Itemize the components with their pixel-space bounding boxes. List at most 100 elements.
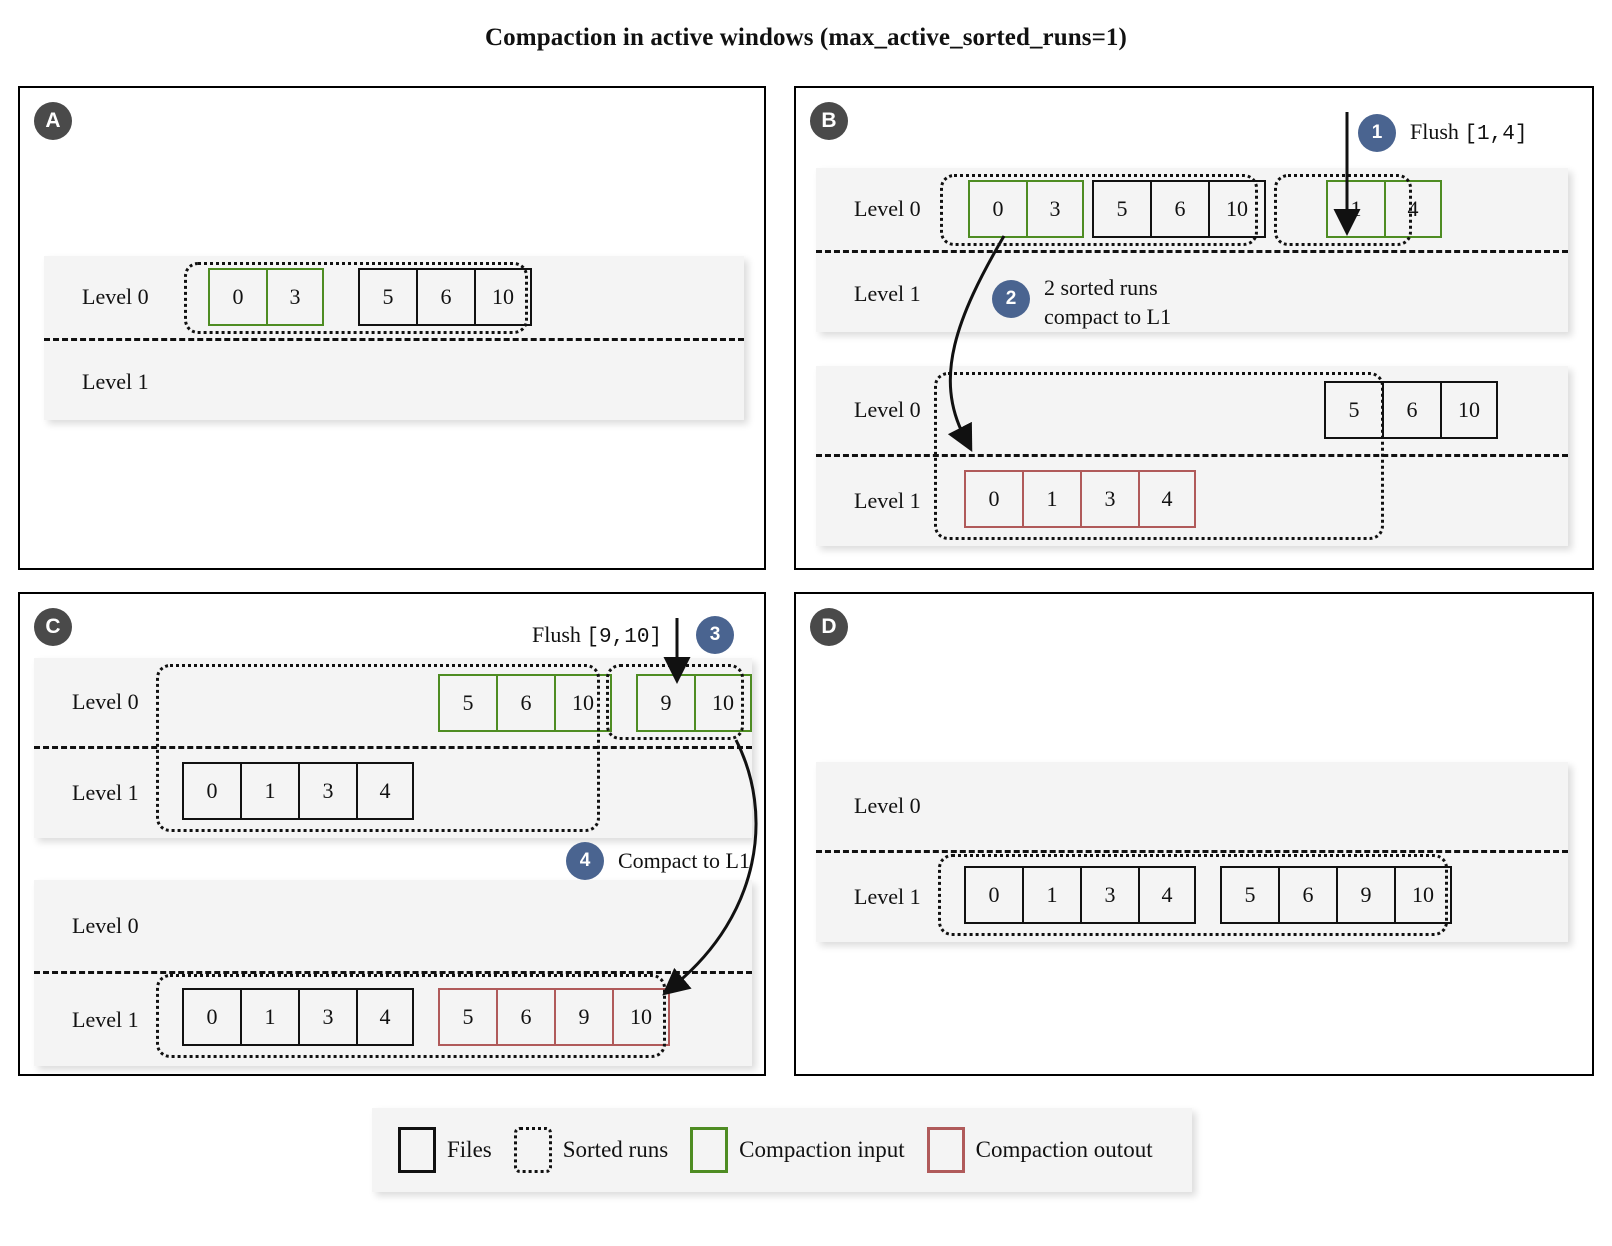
- file-group-black[interactable]: 0 1 3 4: [964, 866, 1196, 924]
- file-group-black[interactable]: 5 6 9 10: [1220, 866, 1452, 924]
- level0-label-b-bottom: Level 0: [854, 397, 921, 422]
- file-cell[interactable]: 1: [240, 762, 298, 820]
- level1-row-a: Level 1: [44, 341, 744, 423]
- level0-row-b-top: Level 0 0 3 5 6 10 1 4: [816, 168, 1568, 250]
- level-divider-a: [44, 338, 744, 341]
- compact-label-2: 2 sorted runs compact to L1: [1044, 273, 1171, 331]
- file-cell[interactable]: 1: [1326, 180, 1384, 238]
- lsm-stack-c-top: Level 0 5 6 10 9 10 Level 1 0 1 3: [34, 658, 752, 838]
- level1-row-b-bottom: Level 1 0 1 3 4: [816, 457, 1568, 545]
- level1-label-c-bottom: Level 1: [72, 1006, 139, 1032]
- file-cell[interactable]: 10: [1208, 180, 1266, 238]
- level0-body-d: [948, 762, 1568, 850]
- legend-item-sorted-runs: Sorted runs: [513, 1127, 668, 1173]
- file-cell[interactable]: 9: [1336, 866, 1394, 924]
- file-group-green-flushed[interactable]: 9 10: [636, 674, 752, 732]
- file-cell[interactable]: 4: [356, 762, 414, 820]
- panel-d: D Level 0 Level 1 0 1 3 4 5 6 9 10: [794, 592, 1594, 1076]
- file-cell[interactable]: 3: [298, 988, 356, 1046]
- file-group-red[interactable]: 0 1 3 4: [964, 470, 1196, 528]
- file-cell[interactable]: 9: [636, 674, 694, 732]
- flush-word: Flush: [1410, 119, 1459, 144]
- flush-label-3: Flush [9,10]: [532, 620, 662, 652]
- file-group-black[interactable]: 0 1 3 4: [182, 988, 414, 1046]
- level-divider-c-bottom: [34, 971, 752, 974]
- file-group-green[interactable]: 0 3: [968, 180, 1084, 238]
- file-cell[interactable]: 0: [964, 866, 1022, 924]
- file-group-green-flushed[interactable]: 1 4: [1326, 180, 1442, 238]
- file-cell[interactable]: 6: [1382, 381, 1440, 439]
- legend-item-compaction-input: Compaction input: [690, 1127, 905, 1173]
- file-cell[interactable]: 1: [1022, 866, 1080, 924]
- compaction-input-swatch-icon: [690, 1127, 729, 1173]
- level-divider-b-bottom: [816, 454, 1568, 457]
- level1-label-c-top: Level 1: [72, 780, 139, 805]
- lsm-stack-b-bottom: Level 0 5 6 10 Level 1 0 1 3 4: [816, 366, 1568, 546]
- panel-b: B 1 Flush [1,4] Level 0 0 3 5 6 10: [794, 86, 1594, 570]
- file-cell[interactable]: 3: [1080, 470, 1138, 528]
- file-cell[interactable]: 5: [358, 268, 416, 326]
- flush-label-1: Flush [1,4]: [1410, 117, 1527, 149]
- file-cell[interactable]: 0: [182, 988, 240, 1046]
- file-cell[interactable]: 1: [240, 988, 298, 1046]
- lsm-stack-c-bottom: Level 0 Level 1 0 1 3 4 5 6 9 10: [34, 880, 752, 1066]
- panel-a: A Level 0 0 3 5 6 10 Level 1: [18, 86, 766, 570]
- file-cell[interactable]: 6: [1150, 180, 1208, 238]
- compact-label-2-line1: 2 sorted runs: [1044, 275, 1158, 300]
- file-cell[interactable]: 6: [416, 268, 474, 326]
- file-cell[interactable]: 4: [1384, 180, 1442, 238]
- level0-row-d: Level 0: [816, 762, 1568, 850]
- file-cell[interactable]: 10: [1394, 866, 1452, 924]
- level1-row-c-top: Level 1 0 1 3 4: [34, 749, 752, 837]
- file-cell[interactable]: 0: [182, 762, 240, 820]
- file-cell[interactable]: 10: [474, 268, 532, 326]
- file-cell[interactable]: 4: [1138, 470, 1196, 528]
- file-cell[interactable]: 3: [298, 762, 356, 820]
- file-cell[interactable]: 5: [438, 674, 496, 732]
- level1-body-c-top: 0 1 3 4: [166, 749, 752, 837]
- file-group-black[interactable]: 0 1 3 4: [182, 762, 414, 820]
- file-cell[interactable]: 5: [438, 988, 496, 1046]
- file-cell[interactable]: 5: [1324, 381, 1382, 439]
- panel-letter-badge-d: D: [810, 608, 848, 646]
- file-cell[interactable]: 10: [694, 674, 752, 732]
- file-cell[interactable]: 10: [554, 674, 612, 732]
- file-cell[interactable]: 6: [1278, 866, 1336, 924]
- flush-word: Flush: [532, 622, 581, 647]
- file-cell[interactable]: 10: [612, 988, 670, 1046]
- file-cell[interactable]: 4: [356, 988, 414, 1046]
- level0-body-a: 0 3 5 6 10: [176, 256, 744, 338]
- panel-c: C Flush [9,10] 3 Level 0 5 6 10 9: [18, 592, 766, 1076]
- file-cell[interactable]: 0: [968, 180, 1026, 238]
- file-cell[interactable]: 5: [1092, 180, 1150, 238]
- legend-label: Files: [447, 1137, 492, 1162]
- file-cell[interactable]: 3: [266, 268, 324, 326]
- file-cell[interactable]: 10: [1440, 381, 1498, 439]
- compact-label-4: Compact to L1: [618, 848, 750, 873]
- file-cell[interactable]: 0: [208, 268, 266, 326]
- file-cell[interactable]: 3: [1080, 866, 1138, 924]
- file-cell[interactable]: 5: [1220, 866, 1278, 924]
- lsm-stack-d: Level 0 Level 1 0 1 3 4 5 6 9 10: [816, 762, 1568, 942]
- sorted-runs-swatch-icon: [513, 1127, 552, 1173]
- legend-item-files: Files: [398, 1127, 492, 1173]
- level-divider-b-top: [816, 250, 1568, 253]
- level1-row-b-top: Level 1: [816, 253, 1568, 335]
- step-badge-3: 3: [696, 616, 734, 654]
- file-cell[interactable]: 6: [496, 674, 554, 732]
- file-cell[interactable]: 6: [496, 988, 554, 1046]
- file-cell[interactable]: 4: [1138, 866, 1196, 924]
- file-cell[interactable]: 9: [554, 988, 612, 1046]
- level0-row-b-bottom: Level 0 5 6 10: [816, 366, 1568, 454]
- file-group-green[interactable]: 0 3: [208, 268, 324, 326]
- file-cell[interactable]: 0: [964, 470, 1022, 528]
- file-group-green[interactable]: 5 6 10: [438, 674, 612, 732]
- file-group-red[interactable]: 5 6 9 10: [438, 988, 670, 1046]
- file-group-black[interactable]: 5 6 10: [1324, 381, 1498, 439]
- level1-body-b-bottom: 0 1 3 4: [948, 457, 1568, 545]
- file-cell[interactable]: 1: [1022, 470, 1080, 528]
- compact-label-2-line2: compact to L1: [1044, 304, 1172, 330]
- file-group-black[interactable]: 5 6 10: [358, 268, 532, 326]
- file-cell[interactable]: 3: [1026, 180, 1084, 238]
- file-group-black[interactable]: 5 6 10: [1092, 180, 1266, 238]
